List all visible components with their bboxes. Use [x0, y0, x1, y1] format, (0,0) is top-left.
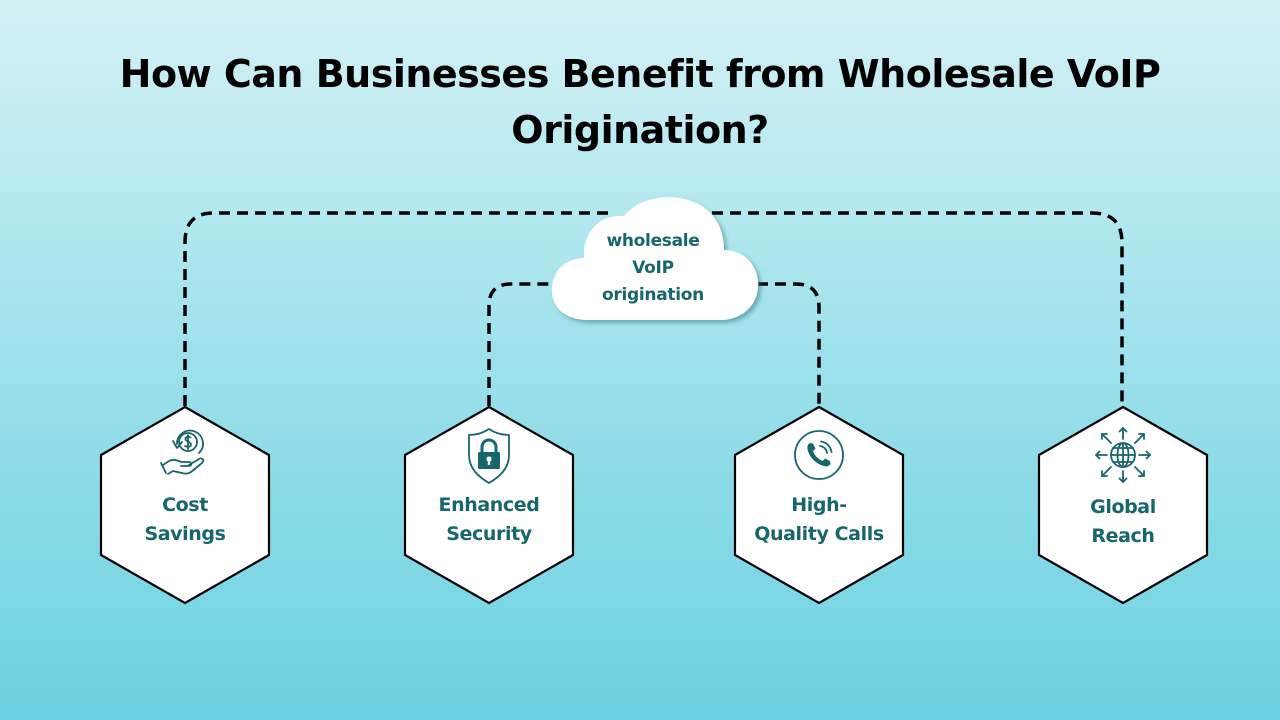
- hexagon-shape: [403, 405, 575, 605]
- connector-inner-left: [487, 282, 552, 406]
- cloud-shape: [551, 197, 759, 320]
- benefit-label: Enhanced Security: [403, 491, 575, 549]
- connector-outer-right: [712, 211, 1124, 406]
- benefit-label-line-1: Cost: [162, 494, 208, 516]
- phone-call-icon: [794, 430, 844, 480]
- benefit-label-line-1: Enhanced: [438, 494, 540, 516]
- connector-inner-right: [757, 282, 821, 406]
- benefit-label-line-2: Savings: [144, 523, 226, 545]
- benefit-label: Global Reach: [1037, 493, 1209, 551]
- benefit-global-reach: Global Reach: [1037, 405, 1209, 605]
- benefit-label-line-2: Quality Calls: [754, 523, 884, 545]
- benefit-cost-savings: Cost Savings: [99, 405, 271, 605]
- shield-lock-icon: [468, 428, 510, 484]
- hexagon-shape: [1037, 405, 1209, 605]
- benefit-label: Cost Savings: [99, 491, 271, 549]
- globe-arrows-icon: [1095, 427, 1151, 483]
- benefit-label-line-1: Global: [1090, 496, 1156, 518]
- benefit-label: High- Quality Calls: [733, 491, 905, 549]
- hexagon-shape: [733, 405, 905, 605]
- benefit-label-line-2: Reach: [1091, 525, 1155, 547]
- cloud-label-line-2: VoIP: [632, 258, 674, 278]
- title-line-1: How Can Businesses Benefit from Wholesal…: [119, 52, 1161, 96]
- cloud-label-line-1: wholesale: [606, 231, 700, 251]
- connector-outer: [183, 211, 614, 406]
- cloud-label: wholesale VoIP origination: [548, 228, 758, 309]
- center-cloud: wholesale VoIP origination: [548, 194, 764, 326]
- money-back-hand-icon: [160, 429, 205, 475]
- hexagon-shape: [99, 405, 271, 605]
- page-title: How Can Businesses Benefit from Wholesal…: [0, 46, 1280, 158]
- benefit-label-line-2: Security: [446, 523, 532, 545]
- benefit-high-quality-calls: High- Quality Calls: [733, 405, 905, 605]
- benefit-label-line-1: High-: [791, 494, 847, 516]
- benefit-enhanced-security: Enhanced Security: [403, 405, 575, 605]
- cloud-label-line-3: origination: [602, 285, 704, 305]
- title-line-2: Origination?: [511, 108, 769, 152]
